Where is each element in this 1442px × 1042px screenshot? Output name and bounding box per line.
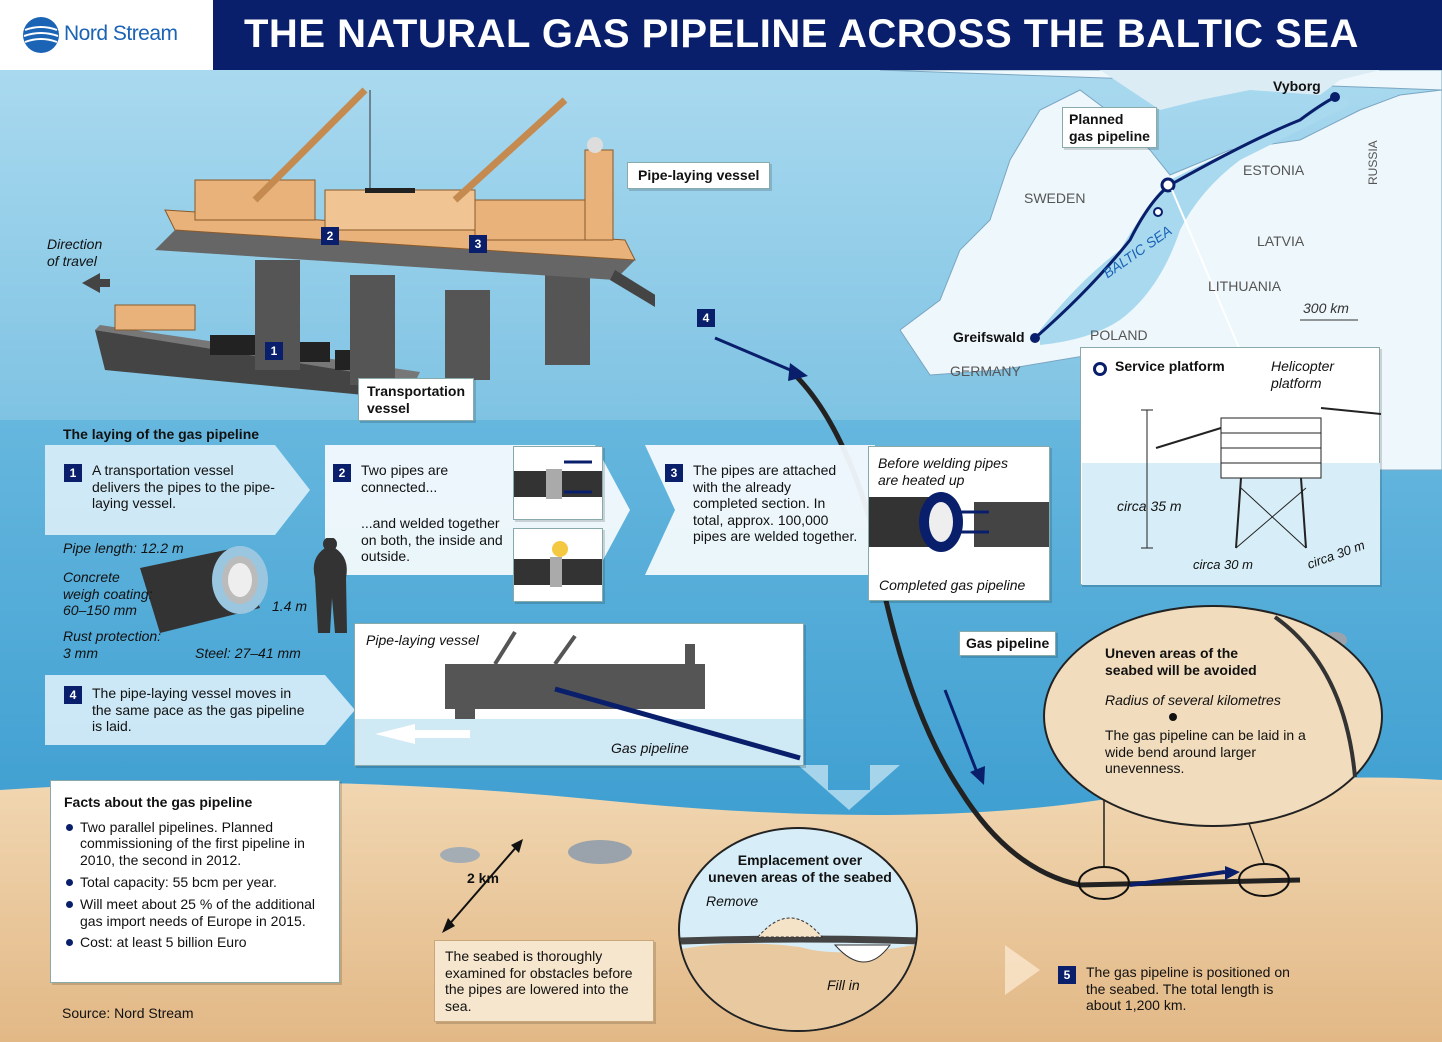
- small-vessel-label: Pipe-laying vessel: [366, 632, 479, 648]
- emplacement-title: Emplacement over uneven areas of the sea…: [708, 852, 892, 885]
- header-bar: Nord Stream THE NATURAL GAS PIPELINE ACR…: [0, 0, 1442, 70]
- rust-protection-label: Rust protection: 3 mm: [63, 628, 162, 661]
- facts-heading: Facts about the gas pipeline: [64, 794, 253, 810]
- platform-width-1: circa 30 m: [1193, 557, 1253, 572]
- pipe-cross-section: [140, 538, 347, 633]
- gas-pipeline-callout: Gas pipeline: [959, 631, 1057, 656]
- fact-item: Two parallel pipelines. Planned commissi…: [64, 819, 326, 869]
- fill-in-label: Fill in: [827, 977, 860, 993]
- vessel-marker-2: 2: [321, 227, 339, 245]
- welding-panel: Before welding pipes are heated up Compl…: [868, 446, 1050, 601]
- distance-label: 2 km: [467, 870, 499, 886]
- map-label-vyborg: Vyborg: [1273, 78, 1321, 94]
- page-title: THE NATURAL GAS PIPELINE ACROSS THE BALT…: [244, 12, 1359, 56]
- fact-item: Total capacity: 55 bcm per year.: [64, 874, 326, 891]
- emplacement-drawing: [680, 917, 916, 1030]
- steel-label: Steel: 27–41 mm: [195, 645, 301, 661]
- pipe-laying-vessel-illustration: ​: [95, 87, 655, 400]
- map-label-poland: POLAND: [1090, 327, 1148, 343]
- map-label-sweden: SWEDEN: [1024, 190, 1086, 206]
- heated-pipe-drawing: [869, 492, 1049, 552]
- direction-label: Direction of travel: [47, 236, 103, 269]
- fact-item: Will meet about 25 % of the additional g…: [64, 896, 326, 930]
- vessel-marker-4: 4: [697, 309, 715, 327]
- uneven-areas-text: The gas pipeline can be laid in a wide b…: [1105, 727, 1306, 777]
- step-4-number: 4: [64, 686, 82, 704]
- step-1-text: A transportation vessel delivers the pip…: [92, 462, 275, 512]
- step-3-number: 3: [665, 464, 683, 482]
- uneven-areas-title: Uneven areas of the seabed will be avoid…: [1105, 645, 1257, 678]
- uneven-areas-drawing: [1169, 615, 1357, 778]
- step-4-text: The pipe-laying vessel moves in the same…: [92, 685, 305, 735]
- service-platform-drawing: [1082, 407, 1381, 585]
- step-4-band: [45, 675, 355, 745]
- step-5-text: The gas pipeline is positioned on the se…: [1086, 964, 1290, 1014]
- vessel-marker-1: 1: [265, 342, 283, 360]
- facts-panel: Facts about the gas pipeline Two paralle…: [50, 780, 340, 983]
- emplacement-panel: Emplacement over uneven areas of the sea…: [678, 827, 918, 1032]
- pipe-coating-label: Concrete weigh coating: 60–150 mm: [63, 569, 153, 619]
- remove-label: Remove: [706, 893, 759, 909]
- map-label-germany: GERMANY: [950, 363, 1021, 379]
- map-label-planned-pipeline: Planned gas pipeline: [1062, 107, 1157, 149]
- step-2-text-b: ...and welded together on both, the insi…: [361, 515, 503, 565]
- vessel-marker-3: 3: [469, 235, 487, 253]
- step-1-number: 1: [64, 464, 82, 482]
- service-platform-panel: Service platform Helicopter platform cir…: [1080, 347, 1381, 585]
- facts-list: Two parallel pipelines. Planned commissi…: [64, 819, 326, 952]
- map-label-latvia: LATVIA: [1257, 233, 1305, 249]
- welding-spark-icon: [514, 541, 602, 587]
- fact-item: Cost: at least 5 billion Euro: [64, 934, 326, 951]
- completed-pipeline-label: Completed gas pipeline: [879, 577, 1026, 593]
- platform-height: circa 35 m: [1117, 498, 1182, 514]
- small-vessel-panel: Pipe-laying vessel Gas pipeline: [354, 623, 804, 766]
- radius-label: Radius of several kilometres: [1105, 692, 1281, 708]
- pipe-diameter-label: 1.4 m: [272, 598, 308, 614]
- map-scale: 300 km: [1303, 300, 1349, 316]
- service-platform-title: Service platform: [1115, 358, 1225, 374]
- step-3-text: The pipes are attached with the already …: [693, 462, 858, 545]
- map-label-lithuania: LITHUANIA: [1208, 278, 1282, 294]
- small-vessel-gas-pipeline-label: Gas pipeline: [611, 740, 689, 756]
- logo: Nord Stream: [0, 0, 213, 70]
- pipe-connection-icon: [514, 460, 602, 499]
- map-label-russia: RUSSIA: [1366, 140, 1380, 185]
- small-vessel-drawing: [355, 630, 803, 765]
- pipe-laying-vessel-callout: Pipe-laying vessel: [627, 162, 771, 189]
- map-label-estonia: ESTONIA: [1243, 162, 1305, 178]
- uneven-areas-panel: Uneven areas of the seabed will be avoid…: [1043, 605, 1383, 827]
- weld-inset-connected: [513, 446, 603, 520]
- step-5-number: 5: [1058, 966, 1076, 984]
- source-label: Source: Nord Stream: [62, 1005, 194, 1021]
- logo-text: Nord Stream: [64, 22, 178, 45]
- before-welding-label: Before welding pipes are heated up: [878, 455, 1008, 488]
- pipe-length-label: Pipe length: 12.2 m: [63, 540, 184, 556]
- weld-inset-welded: [513, 528, 603, 602]
- seabed-text: The seabed is thoroughly examined for ob…: [434, 940, 654, 1023]
- transportation-vessel-callout: Transportation vessel: [358, 378, 475, 422]
- helicopter-platform-label: Helicopter platform: [1271, 358, 1335, 391]
- map-label-greifswald: Greifswald: [953, 329, 1025, 345]
- step-2-text-a: Two pipes are connected...: [361, 462, 449, 495]
- nord-stream-logo-icon: [23, 17, 59, 53]
- service-platform-marker-icon: [1093, 362, 1107, 376]
- step-2-number: 2: [333, 464, 351, 482]
- laying-heading: The laying of the gas pipeline: [63, 426, 260, 442]
